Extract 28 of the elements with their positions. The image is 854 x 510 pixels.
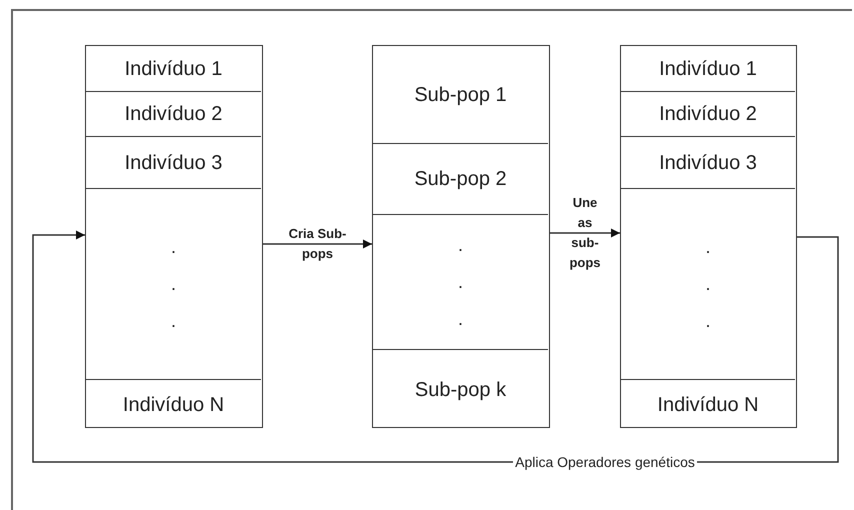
ellipsis-dot: . <box>458 308 463 330</box>
ellipsis-dot: . <box>458 234 463 256</box>
row-label: Sub-pop k <box>414 380 506 400</box>
row-label: Indivíduo N <box>657 394 759 414</box>
population-column <box>372 45 550 428</box>
row-label: Indivíduo 2 <box>659 104 757 124</box>
row-label: Indivíduo 3 <box>659 152 757 172</box>
population-column <box>85 45 263 428</box>
arrow <box>263 240 372 248</box>
edge-label: Cria Sub-pops <box>288 224 348 263</box>
ellipsis-dot: . <box>705 310 710 332</box>
ellipsis-dot: . <box>170 272 176 296</box>
row-label: Sub-pop 1 <box>414 84 507 104</box>
population-column <box>620 45 797 428</box>
ellipsis-dot: . <box>705 236 710 258</box>
row-label: Indivíduo N <box>122 394 224 414</box>
row-label: Indivíduo 3 <box>124 152 222 172</box>
ellipsis-dot: . <box>170 310 176 332</box>
row-label: Indivíduo 1 <box>124 58 222 78</box>
arrow <box>550 228 620 238</box>
ellipsis-dot: . <box>170 236 176 258</box>
edge-label: Aplica Operadores genéticos <box>513 455 697 469</box>
row-label: Indivíduo 2 <box>124 104 222 124</box>
edge-label: Une as sub-pops <box>568 194 602 272</box>
ellipsis-dot: . <box>705 272 710 296</box>
row-label: Sub-pop 2 <box>414 169 507 189</box>
ellipsis-dot: . <box>458 270 463 294</box>
row-label: Indivíduo 1 <box>659 58 757 78</box>
